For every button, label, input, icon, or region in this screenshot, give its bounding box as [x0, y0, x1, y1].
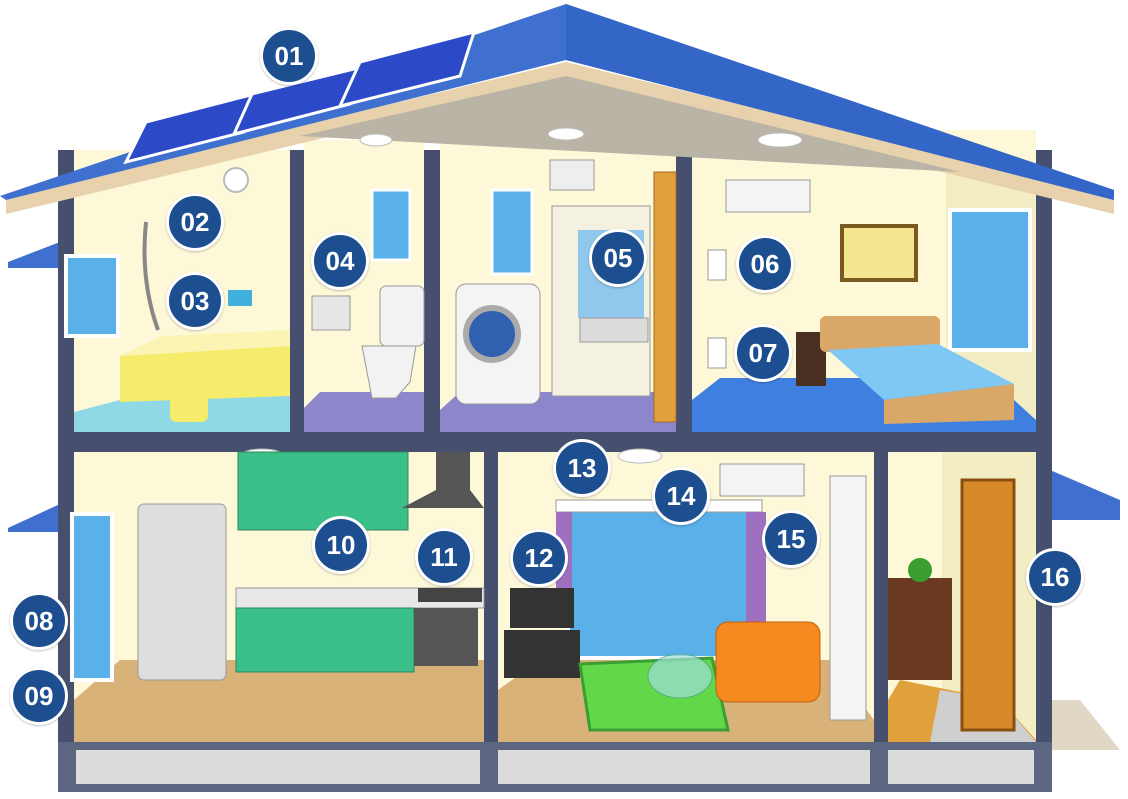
bedroom-window	[948, 208, 1032, 352]
living-door	[829, 475, 867, 721]
toilet-bowl	[361, 345, 417, 399]
roof	[0, 4, 1114, 200]
coffee-table	[647, 653, 713, 699]
ceiling-light	[757, 132, 803, 148]
shoe-cabinet	[888, 578, 952, 680]
bed-mattress	[828, 344, 1014, 400]
callout-badge-04: 04	[311, 232, 369, 290]
bath-stool	[170, 392, 208, 422]
bathtub	[120, 346, 290, 402]
callout-badge-05: 05	[589, 229, 647, 287]
vanity-sink	[579, 317, 649, 343]
curtain-right	[746, 512, 766, 622]
foundation-vent-1	[76, 750, 480, 784]
roof-right-shade	[566, 4, 1114, 200]
stove-top	[418, 588, 482, 602]
kitchen-window	[70, 512, 114, 682]
callout-badge-11: 11	[415, 528, 473, 586]
ventilation-unit	[549, 159, 595, 191]
bedroom-air-conditioner	[725, 179, 811, 213]
washing-machine-door	[463, 305, 521, 363]
front-door	[960, 478, 1016, 732]
right-lower-eave	[1050, 470, 1120, 520]
bed-headboard	[820, 316, 940, 352]
callout-badge-09: 09	[10, 667, 68, 725]
sofa	[715, 621, 821, 703]
range-hood	[402, 452, 484, 508]
foundation-vent-3	[888, 750, 1034, 784]
upper-cabinets	[237, 451, 409, 531]
callout-badge-12: 12	[510, 529, 568, 587]
left-upper-eave	[8, 242, 60, 268]
callout-badge-01: 01	[260, 27, 318, 85]
left-lower-eave	[8, 504, 60, 532]
toilet-floor	[304, 392, 424, 432]
front-step	[1052, 700, 1120, 750]
callout-badge-03: 03	[166, 272, 224, 330]
callout-badge-07: 07	[734, 324, 792, 382]
power-outlet	[707, 337, 727, 369]
ceiling-light	[547, 127, 585, 141]
shower-hose	[142, 221, 160, 331]
oven	[414, 608, 478, 666]
bathtub-cover	[120, 330, 290, 356]
lower-cabinets	[235, 607, 415, 673]
bed-frame	[884, 384, 1014, 424]
callout-badge-13: 13	[553, 439, 611, 497]
callout-badge-10: 10	[312, 516, 370, 574]
bathroom-vent	[223, 167, 249, 193]
toilet-tank	[379, 285, 425, 347]
toilet-paper-holder	[311, 295, 351, 331]
callout-badge-02: 02	[166, 193, 224, 251]
ceiling-light	[617, 448, 663, 464]
tv-stand	[504, 630, 580, 678]
refrigerator	[137, 503, 227, 681]
ceiling-light	[359, 133, 393, 147]
television	[510, 588, 574, 628]
living-air-conditioner	[719, 463, 805, 497]
light-switch	[707, 249, 727, 281]
wall-painting	[840, 224, 918, 282]
callout-badge-16: 16	[1026, 548, 1084, 606]
laundry-window	[490, 188, 534, 276]
water-heater-panel	[228, 290, 252, 306]
callout-badge-08: 08	[10, 592, 68, 650]
middle-floor-slab	[58, 432, 1052, 452]
potted-plant	[908, 558, 932, 582]
solar-panel-3	[337, 29, 477, 109]
attic-space	[300, 76, 960, 172]
laundry-door	[653, 171, 677, 423]
callout-badge-15: 15	[762, 510, 820, 568]
callout-badge-06: 06	[736, 235, 794, 293]
bathroom-window	[64, 254, 120, 338]
callout-badge-14: 14	[652, 467, 710, 525]
toilet-window	[370, 188, 412, 262]
foundation-vent-2	[498, 750, 870, 784]
